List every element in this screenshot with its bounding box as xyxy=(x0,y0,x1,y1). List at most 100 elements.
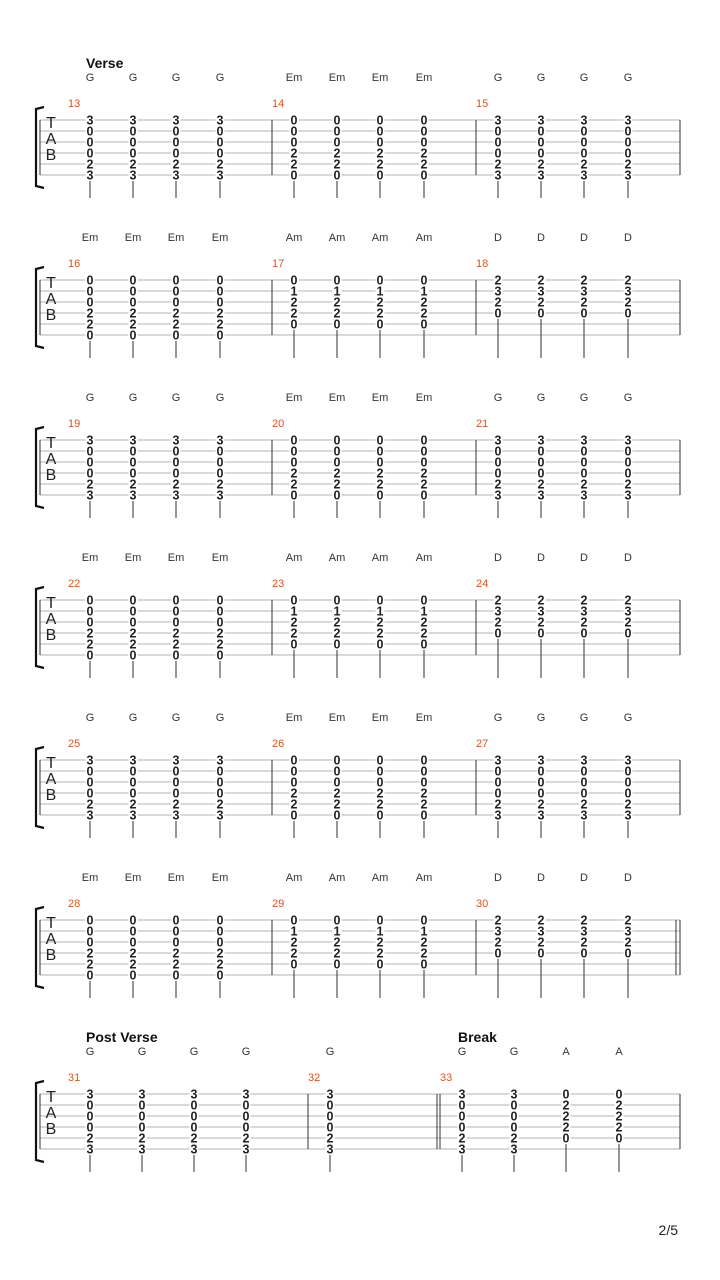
fret-mask xyxy=(375,766,385,776)
fret-mask xyxy=(375,479,385,489)
chord-name: Am xyxy=(416,872,433,884)
fret-number: 2 xyxy=(291,615,298,629)
fret-number: 0 xyxy=(291,488,298,502)
fret-number: 3 xyxy=(327,1142,334,1156)
fret-number: 3 xyxy=(87,1142,94,1156)
fret-number: 0 xyxy=(625,786,632,800)
fret-number: 1 xyxy=(334,284,341,298)
fret-number: 0 xyxy=(173,444,180,458)
fret-number: 0 xyxy=(495,444,502,458)
fret-number: 3 xyxy=(495,168,502,182)
fret-number: 2 xyxy=(377,946,384,960)
fret-number: 0 xyxy=(421,444,428,458)
fret-mask xyxy=(171,159,181,169)
fret-number: 2 xyxy=(421,146,428,160)
fret-number: 0 xyxy=(130,295,137,309)
measure-number: 29 xyxy=(272,898,284,910)
fret-number: 0 xyxy=(334,273,341,287)
fret-number: 0 xyxy=(217,284,224,298)
fret-number: 2 xyxy=(538,797,545,811)
fret-mask xyxy=(623,297,633,307)
fret-number: 3 xyxy=(581,488,588,502)
fret-mask xyxy=(623,628,633,638)
chord-name: Am xyxy=(372,552,389,564)
fret-mask xyxy=(128,915,138,925)
fret-number: 0 xyxy=(217,764,224,778)
fret-mask xyxy=(215,479,225,489)
fret-mask xyxy=(289,275,299,285)
fret-number: 0 xyxy=(87,284,94,298)
fret-number: 0 xyxy=(511,1120,518,1134)
fret-number: 0 xyxy=(334,593,341,607)
chord-name: G xyxy=(86,392,95,404)
fret-number: 0 xyxy=(130,935,137,949)
fret-mask xyxy=(332,126,342,136)
fret-number: 0 xyxy=(130,444,137,458)
fret-number: 2 xyxy=(291,935,298,949)
fret-mask xyxy=(215,777,225,787)
fret-mask xyxy=(561,1089,571,1099)
fret-number: 2 xyxy=(495,615,502,629)
fret-number: 0 xyxy=(173,775,180,789)
fret-mask xyxy=(493,170,503,180)
chord-name: D xyxy=(494,232,502,244)
fret-number: 0 xyxy=(377,124,384,138)
fret-mask xyxy=(375,308,385,318)
measure-number: 22 xyxy=(68,578,80,590)
fret-number: 0 xyxy=(334,124,341,138)
fret-mask xyxy=(493,777,503,787)
fret-number: 3 xyxy=(130,168,137,182)
fret-mask xyxy=(85,606,95,616)
fret-mask xyxy=(289,926,299,936)
fret-number: 2 xyxy=(421,626,428,640)
chord-name: D xyxy=(494,552,502,564)
fret-number: 0 xyxy=(87,135,94,149)
fret-number: 0 xyxy=(421,913,428,927)
fret-mask xyxy=(289,308,299,318)
fret-mask xyxy=(189,1100,199,1110)
fret-mask xyxy=(128,490,138,500)
fret-number: 2 xyxy=(581,477,588,491)
fret-mask xyxy=(579,937,589,947)
fret-mask xyxy=(623,937,633,947)
measure-number: 26 xyxy=(272,738,284,750)
fret-mask xyxy=(419,915,429,925)
fret-mask xyxy=(375,810,385,820)
fret-mask xyxy=(85,1111,95,1121)
fret-mask xyxy=(137,1144,147,1154)
tab-clef-letter: A xyxy=(46,291,57,308)
fret-mask xyxy=(215,446,225,456)
fret-mask xyxy=(579,617,589,627)
fret-number: 0 xyxy=(327,1098,334,1112)
fret-mask xyxy=(419,799,429,809)
fret-number: 2 xyxy=(495,157,502,171)
fret-mask xyxy=(289,446,299,456)
fret-mask xyxy=(375,959,385,969)
fret-mask xyxy=(85,799,95,809)
fret-number: 0 xyxy=(173,604,180,618)
fret-mask xyxy=(623,479,633,489)
fret-mask xyxy=(419,606,429,616)
fret-number: 3 xyxy=(538,488,545,502)
fret-number: 2 xyxy=(377,477,384,491)
fret-number: 0 xyxy=(581,124,588,138)
fret-number: 2 xyxy=(625,477,632,491)
fret-number: 0 xyxy=(459,1098,466,1112)
fret-mask xyxy=(579,126,589,136)
fret-mask xyxy=(375,606,385,616)
fret-mask xyxy=(375,275,385,285)
fret-mask xyxy=(85,1144,95,1154)
fret-number: 3 xyxy=(538,924,545,938)
fret-number: 0 xyxy=(291,593,298,607)
fret-mask xyxy=(171,137,181,147)
fret-number: 0 xyxy=(581,135,588,149)
fret-number: 2 xyxy=(87,797,94,811)
fret-mask xyxy=(128,970,138,980)
fret-mask xyxy=(215,490,225,500)
fret-mask xyxy=(171,606,181,616)
fret-number: 2 xyxy=(173,306,180,320)
fret-number: 0 xyxy=(217,935,224,949)
fret-number: 1 xyxy=(334,924,341,938)
fret-number: 0 xyxy=(217,924,224,938)
chord-name: Em xyxy=(82,552,99,564)
